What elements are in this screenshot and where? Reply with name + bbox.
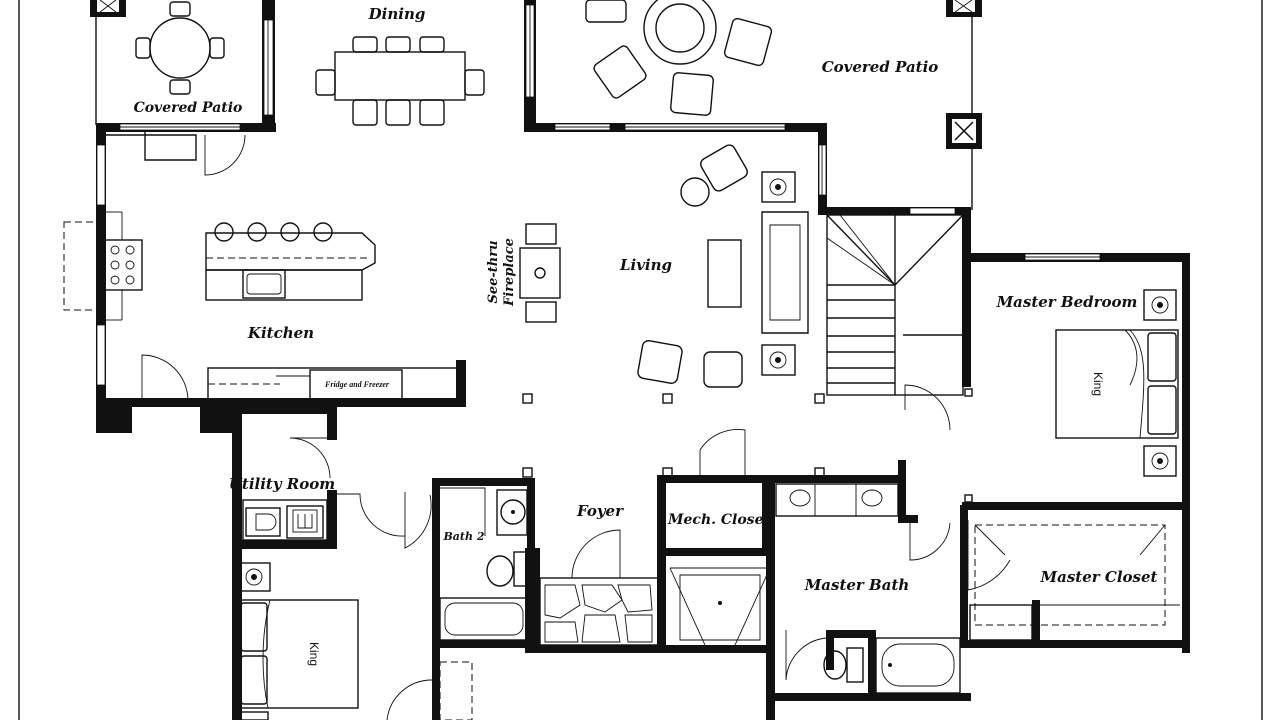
label-bath-2: Bath 2	[443, 530, 485, 543]
dining-set	[315, 36, 485, 126]
master-closet	[969, 524, 1180, 641]
master-bed	[1055, 329, 1179, 439]
master-bedroom	[904, 289, 1179, 503]
master-bath	[775, 483, 1011, 694]
kitchen	[63, 130, 459, 401]
foyer	[522, 467, 825, 646]
label-master-closet: Master Closet	[1040, 568, 1158, 586]
label-dining: Dining	[368, 5, 426, 23]
patio-lounge-set	[585, 0, 773, 116]
label-fireplace-2: Fireplace	[502, 238, 517, 307]
label-foyer: Foyer	[576, 502, 624, 520]
guest-bedroom	[237, 562, 473, 720]
label-kitchen: Kitchen	[247, 324, 314, 342]
room-labels: Dining Covered Patio Covered Patio Kitch…	[134, 5, 1158, 666]
mech-closet	[669, 429, 771, 646]
see-thru-fireplace	[519, 223, 561, 323]
label-mech-closet: Mech. Closet	[667, 512, 770, 528]
label-master-bed: King	[1091, 372, 1105, 396]
kitchen-island	[205, 222, 376, 301]
bath-2	[404, 487, 531, 641]
label-master-bedroom: Master Bedroom	[996, 293, 1138, 311]
interior-walls	[232, 405, 1190, 720]
staircase	[826, 214, 964, 396]
label-master-bath: Master Bath	[804, 576, 910, 594]
covered-patio-right	[524, 0, 982, 210]
living	[519, 144, 825, 404]
exterior-walls	[96, 123, 1190, 653]
covered-patio-left	[90, 0, 275, 130]
patio-table-set	[135, 1, 225, 95]
label-covered-patio-right: Covered Patio	[822, 58, 939, 76]
label-fireplace-1: See-thru	[486, 240, 501, 303]
cooktop-burners	[110, 245, 135, 285]
utility-room	[242, 437, 406, 541]
guest-bed	[237, 599, 359, 709]
label-living: Living	[619, 256, 672, 274]
label-utility-room: Utility Room	[229, 475, 335, 493]
label-covered-patio-left: Covered Patio	[134, 100, 243, 116]
label-fridge: Fridge and Freezer	[324, 380, 390, 389]
label-guest-bed: King	[307, 642, 321, 666]
outer-frame	[18, 0, 1263, 720]
sofa	[761, 211, 809, 334]
